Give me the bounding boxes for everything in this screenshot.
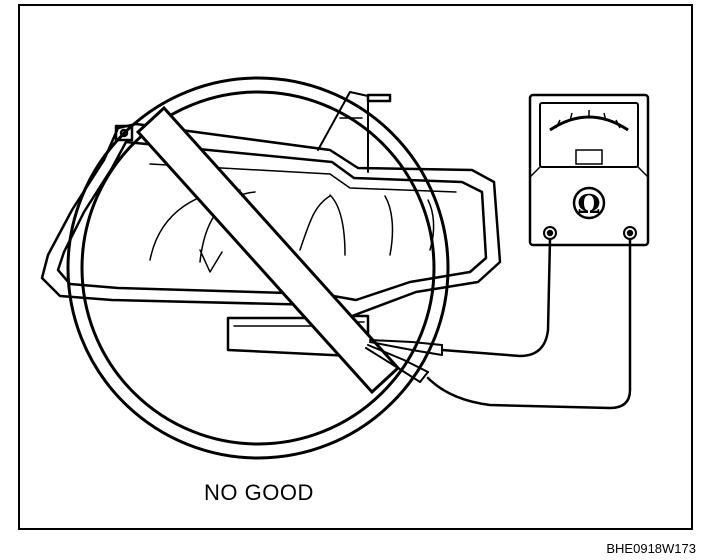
ohm-symbol: Ω bbox=[577, 190, 600, 220]
figure-frame bbox=[18, 4, 693, 530]
prohibition-icon bbox=[66, 76, 450, 460]
headlight-assembly bbox=[40, 91, 502, 358]
test-leads bbox=[365, 237, 632, 410]
ohmmeter bbox=[528, 93, 650, 247]
figure-code: BHE0918W173 bbox=[606, 541, 696, 556]
caption-no-good: NO GOOD bbox=[204, 480, 314, 505]
